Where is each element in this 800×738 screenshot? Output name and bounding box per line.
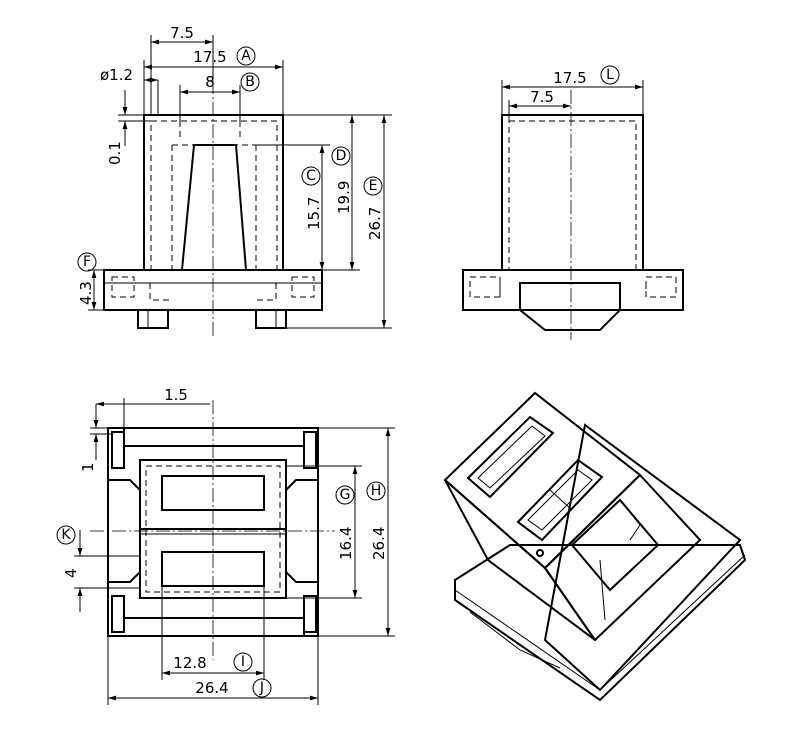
label-k: K: [61, 527, 71, 543]
front-view: 7.5 17.5 A ø1.2 8 B 0.1 15.7 C: [77, 24, 392, 338]
dim-1: 1: [79, 462, 97, 472]
dim-0-1: 0.1: [106, 141, 124, 165]
top-view: 1.5 1 16.4 G 26.4 H 4 K 12.8: [56, 386, 395, 705]
label-b: B: [245, 74, 255, 90]
label-i: I: [241, 654, 245, 670]
label-l: L: [606, 67, 614, 83]
dim-12-8-i: 12.8: [173, 654, 206, 672]
isometric-view: [443, 391, 747, 702]
label-e: E: [369, 178, 378, 194]
dim-15-7-c: 15.7: [305, 197, 323, 230]
dim-19-9-d: 19.9: [335, 181, 353, 214]
dim-8-b: 8: [205, 73, 215, 91]
dim-26-7-e: 26.7: [366, 207, 384, 240]
dim-17-5-a: 17.5: [193, 48, 226, 66]
dim-26-4-j: 26.4: [195, 679, 228, 697]
dim-7-5-right: 7.5: [530, 88, 554, 106]
label-f: F: [83, 254, 91, 270]
label-d: D: [336, 148, 347, 164]
dim-phi-1-2: ø1.2: [100, 66, 133, 84]
label-c: C: [306, 168, 316, 184]
dim-1-5: 1.5: [164, 386, 188, 404]
label-a: A: [241, 48, 251, 64]
label-h: H: [371, 483, 382, 499]
label-j: J: [259, 680, 264, 696]
dim-17-5-l: 17.5: [553, 69, 586, 87]
side-view: 17.5 L 7.5: [462, 65, 684, 340]
dim-26-4-h: 26.4: [370, 527, 388, 560]
label-g: G: [340, 487, 351, 503]
dim-4-3-f: 4.3: [77, 281, 95, 305]
dim-4-k: 4: [62, 568, 80, 578]
dim-16-4-g: 16.4: [337, 527, 355, 560]
dim-7-5-top: 7.5: [170, 24, 194, 42]
